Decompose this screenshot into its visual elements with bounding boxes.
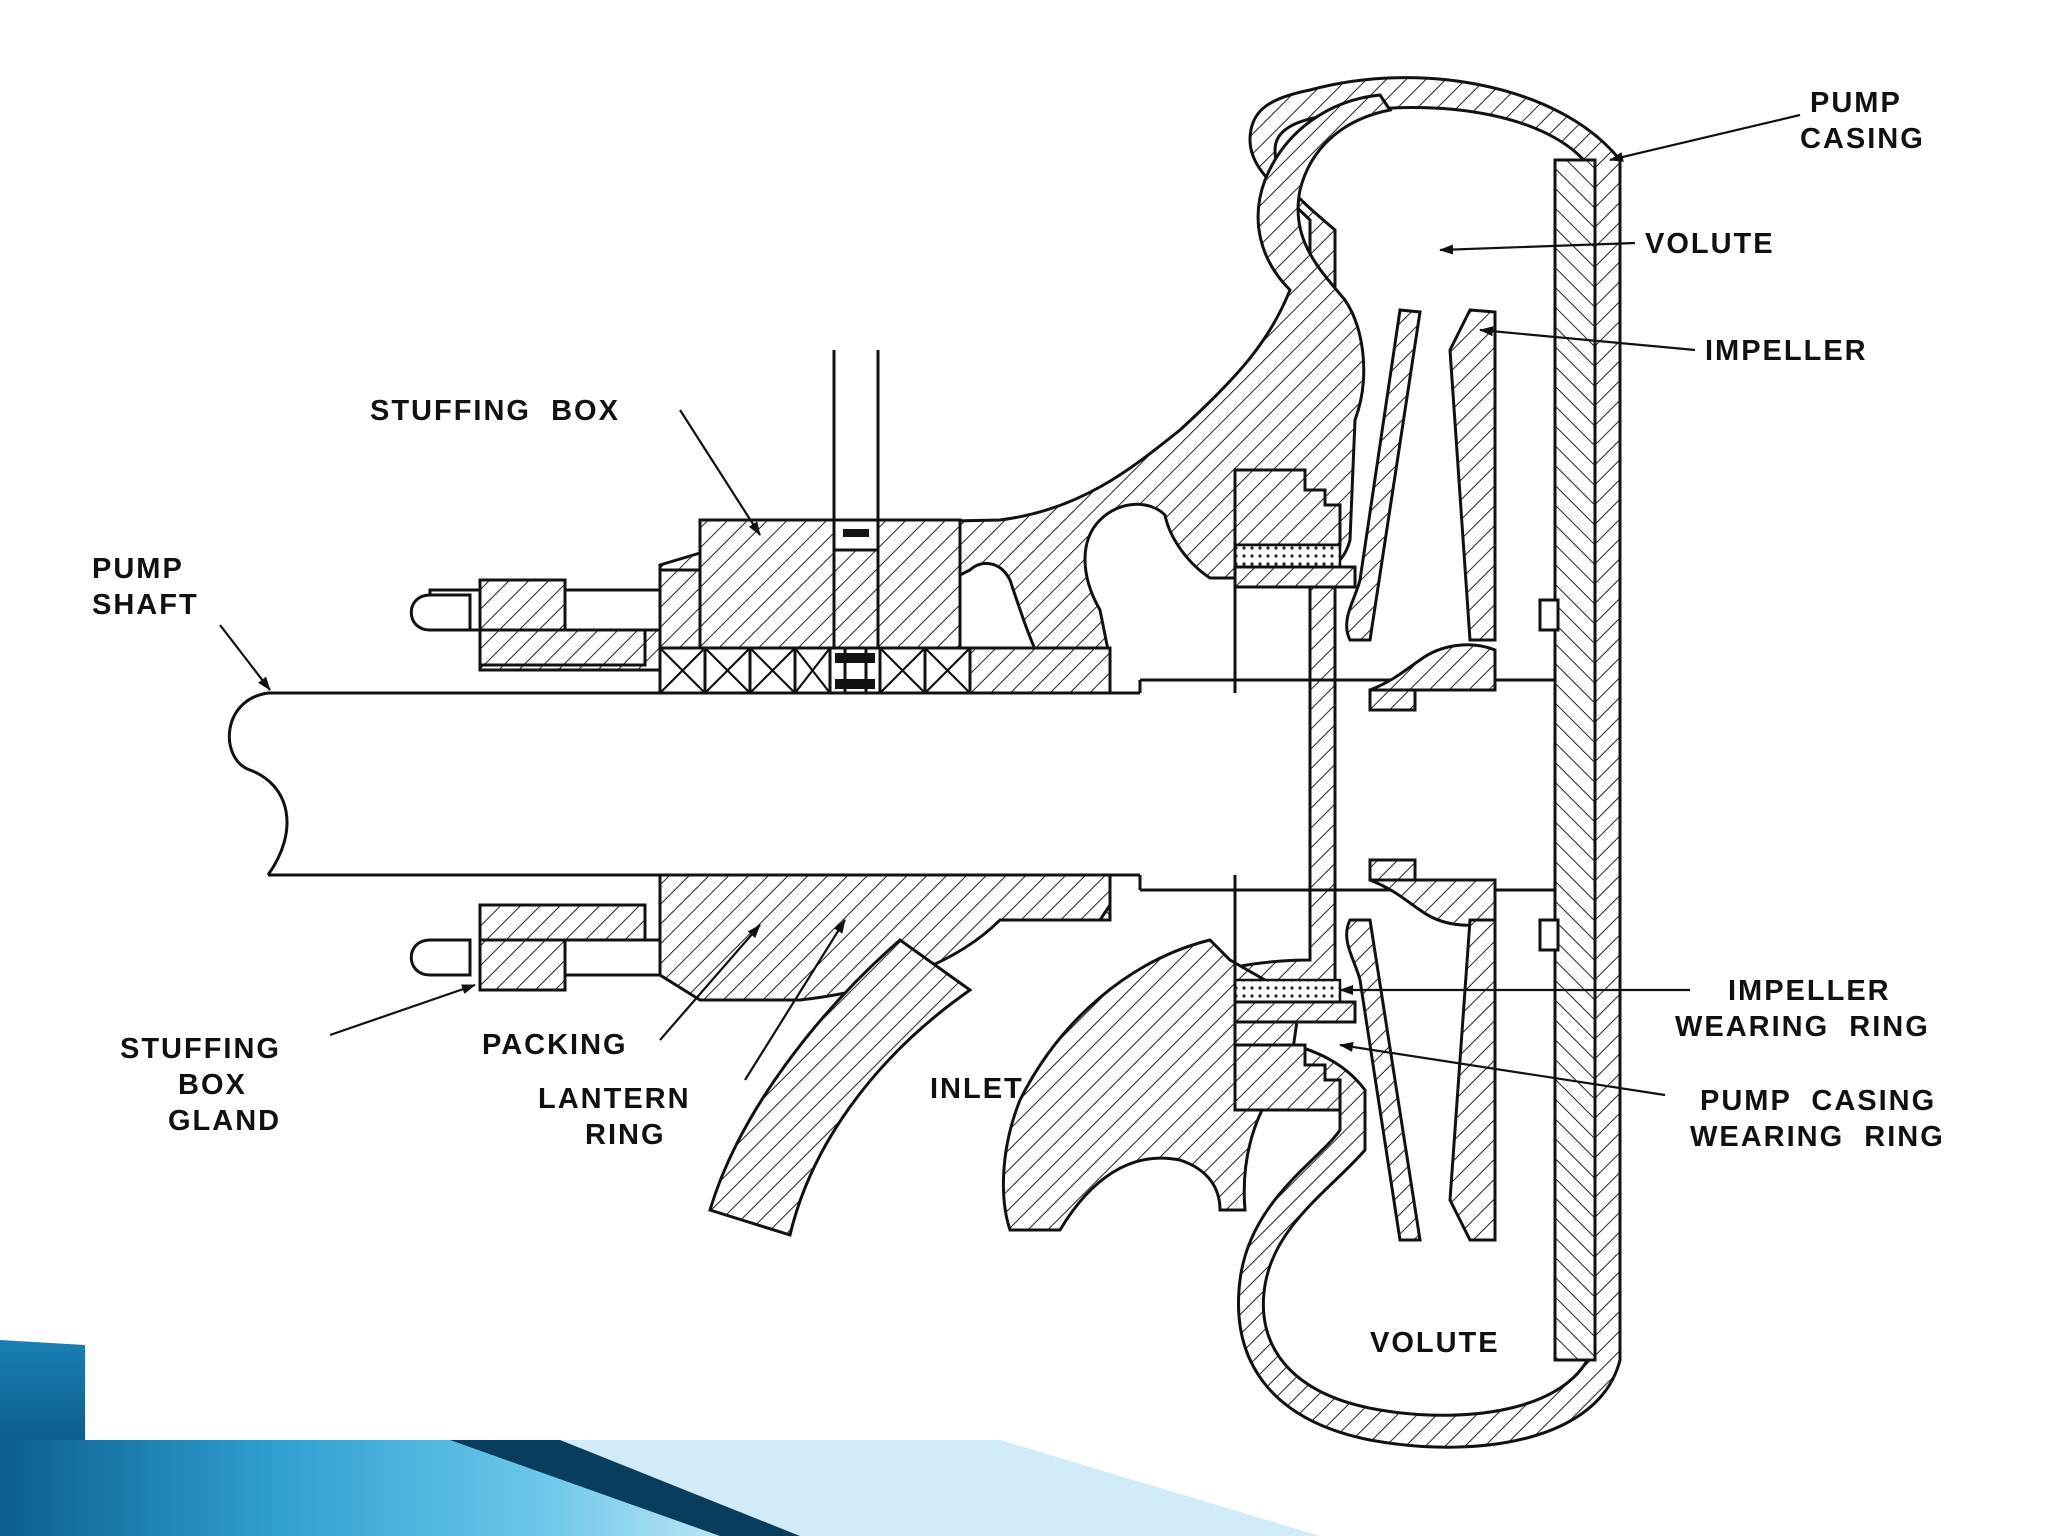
- svg-text:BOX: BOX: [178, 1069, 247, 1101]
- svg-text:LANTERN: LANTERN: [538, 1083, 691, 1115]
- label-pump-shaft: PUMP SHAFT: [92, 553, 199, 621]
- wearing-rings-bottom: [1233, 978, 1357, 1112]
- packing-top: [658, 646, 1112, 695]
- label-stuffing-box-gland: STUFFING BOX GLAND: [120, 1033, 281, 1137]
- svg-text:STUFFING: STUFFING: [120, 1033, 281, 1065]
- label-stuffing-box: STUFFING BOX: [370, 395, 620, 427]
- label-volute-bottom: VOLUTE: [1370, 1327, 1500, 1359]
- label-packing: PACKING: [482, 1029, 628, 1061]
- svg-text:RING: RING: [585, 1119, 666, 1151]
- svg-text:SHAFT: SHAFT: [92, 589, 199, 621]
- svg-text:PUMP: PUMP: [92, 553, 184, 585]
- svg-text:WEARING RING: WEARING RING: [1675, 1011, 1930, 1043]
- stuffing-box-top: [658, 518, 962, 662]
- inlet-nozzle-wall-right: [1001, 938, 1302, 1232]
- inlet-nozzle-wall-left: [708, 938, 973, 1237]
- label-volute-top: VOLUTE: [1645, 228, 1775, 260]
- slide-accent-decoration: [0, 1340, 1320, 1536]
- svg-text:CASING: CASING: [1800, 123, 1925, 155]
- label-pump-casing-wearing-ring: PUMP CASING WEARING RING: [1690, 1085, 1945, 1153]
- label-lantern-ring: LANTERN RING: [538, 1083, 691, 1151]
- svg-text:PUMP: PUMP: [1810, 87, 1902, 119]
- label-impeller: IMPELLER: [1705, 335, 1868, 367]
- wearing-rings-top: [1233, 468, 1357, 589]
- svg-text:WEARING RING: WEARING RING: [1690, 1121, 1945, 1153]
- stuffing-box-gland: [409, 578, 662, 992]
- svg-text:IMPELLER: IMPELLER: [1728, 975, 1891, 1007]
- svg-text:GLAND: GLAND: [168, 1105, 281, 1137]
- casing-body-top: [658, 93, 1393, 662]
- label-pump-casing: PUMP CASING: [1800, 87, 1925, 155]
- svg-text:PUMP CASING: PUMP CASING: [1700, 1085, 1936, 1117]
- lantern-ring-feed-pipe: [832, 350, 880, 650]
- leader-lines: [219, 113, 1801, 1097]
- impeller: [1345, 158, 1597, 1362]
- label-inlet: INLET: [930, 1073, 1024, 1105]
- label-impeller-wearing-ring: IMPELLER WEARING RING: [1675, 975, 1930, 1043]
